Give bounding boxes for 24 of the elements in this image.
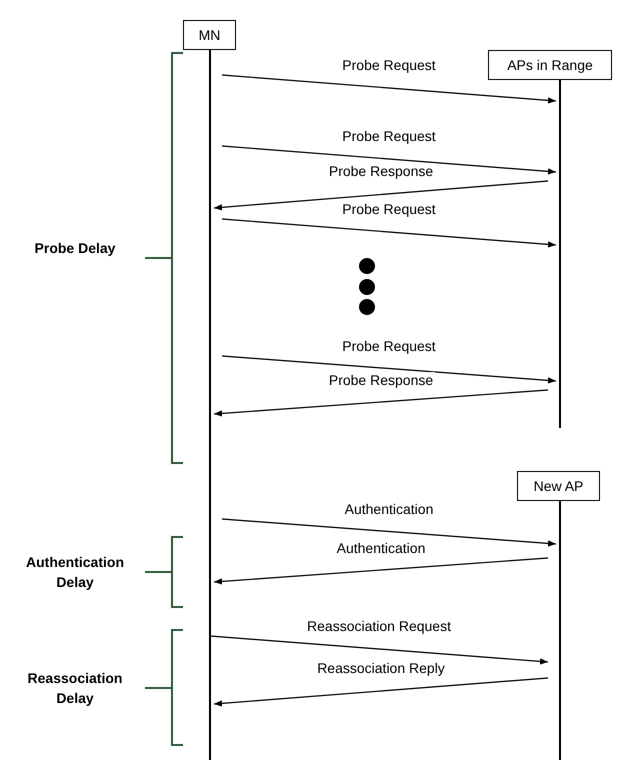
message-arrow (214, 389, 548, 417)
delay-label: Reassociation Delay (26, 669, 124, 708)
delay-label: Authentication Delay (25, 553, 125, 592)
message-arrow (222, 355, 556, 384)
edge-label: Authentication (342, 501, 436, 517)
message-arrow (222, 218, 556, 248)
edge-label: Reassociation Reply (315, 660, 447, 676)
delay-label: Probe Delay (34, 239, 116, 258)
edge-label: Reassociation Request (305, 618, 453, 634)
message-arrow (214, 677, 548, 707)
message-arrow (222, 145, 556, 175)
edge-label: Probe Request (340, 201, 438, 217)
message-arrow (214, 180, 548, 211)
participant-box: New AP (517, 471, 600, 501)
message-arrow (222, 74, 556, 104)
message-arrow (214, 557, 548, 585)
edge-label: Authentication (334, 540, 428, 556)
edge-label: Probe Request (340, 338, 438, 354)
participant-box: APs in Range (488, 50, 612, 80)
edge-label: Probe Request (340, 57, 438, 73)
participant-box: MN (183, 20, 236, 50)
edge-label: Probe Request (340, 128, 438, 144)
message-arrow (222, 518, 556, 547)
message-arrow (210, 635, 548, 665)
